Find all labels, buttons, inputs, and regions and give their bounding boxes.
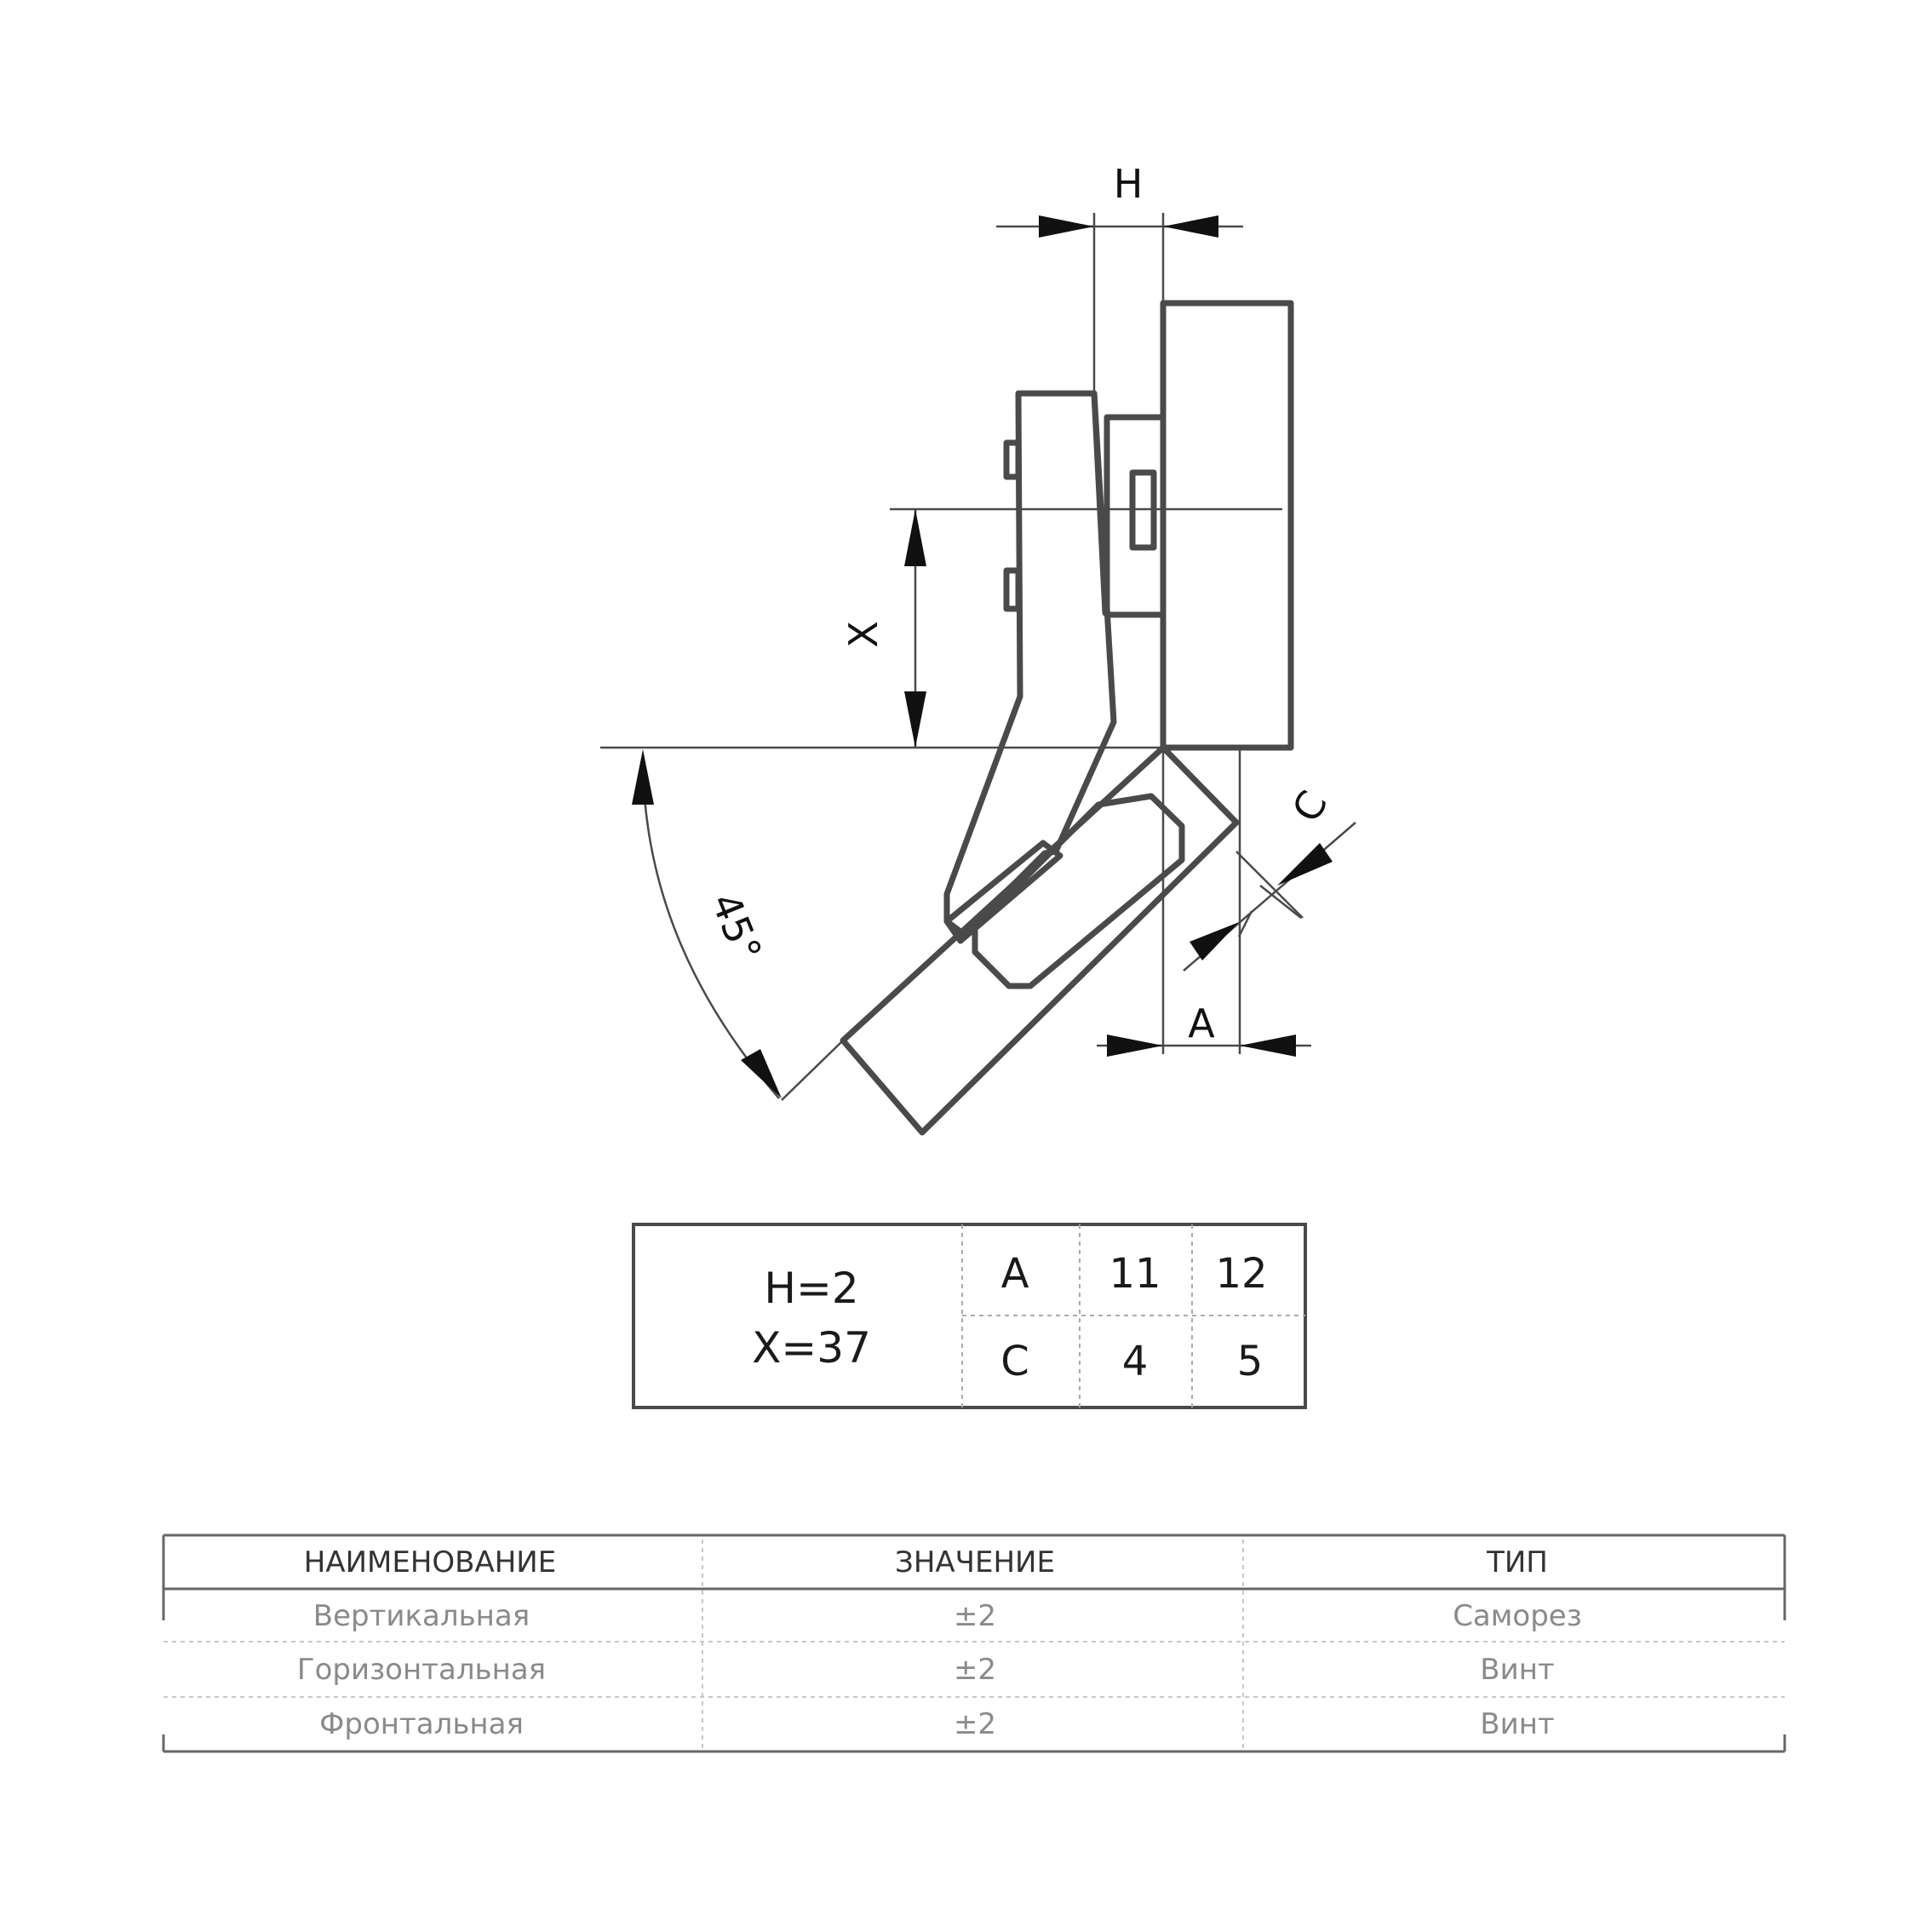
angle-dim-label: 45° [702, 886, 771, 968]
hinge-cup [840, 744, 1240, 1136]
dimension-lines [600, 213, 1356, 1101]
spec-h-value: H=2 [764, 1264, 858, 1313]
spec-row-c-v1: 4 [1122, 1338, 1149, 1385]
spec-row-c-label: C [1000, 1338, 1029, 1385]
pivot-plate [943, 840, 1063, 944]
screw-tab-top [1003, 439, 1022, 480]
table-row-1-name: Вертикальная [313, 1599, 530, 1633]
adjustment-table: НАИМЕНОВАНИЕ ЗНАЧЕНИЕ ТИП Вертикальная ±… [162, 1534, 1786, 1753]
spec-row-a-label: A [1001, 1250, 1029, 1298]
c-arrow-upper [1277, 843, 1333, 886]
table-row-3-type: Винт [1480, 1707, 1554, 1741]
table-header-value: ЗНАЧЕНИЕ [895, 1545, 1055, 1579]
table-row-3-name: Фронтальная [319, 1707, 524, 1741]
table-row-2-type: Винт [1480, 1653, 1554, 1687]
x-arrow-bottom [904, 691, 926, 748]
table-row-3-value: ±2 [954, 1707, 996, 1741]
dimension-arrows [632, 215, 1333, 1098]
table-row-1-type: Саморез [1453, 1599, 1582, 1633]
angle-arrow-top [632, 749, 654, 805]
a-arrow-right [1240, 1035, 1296, 1057]
a-dim-label: A [1188, 1000, 1215, 1046]
table-row-2-name: Горизонтальная [297, 1653, 546, 1687]
spec-row-c-v2: 5 [1237, 1338, 1264, 1385]
spec-x-value: X=37 [752, 1323, 871, 1373]
h-dim-label: H [1114, 161, 1144, 207]
table-header-name: НАИМЕНОВАНИЕ [304, 1545, 556, 1579]
h-arrow-right [1163, 215, 1218, 238]
a-arrow-left [1107, 1035, 1163, 1057]
mounting-plate [1160, 300, 1294, 751]
angle-arrow-bottom [741, 1049, 782, 1098]
h-arrow-left [1039, 215, 1094, 238]
x-arrow-top [904, 509, 926, 566]
table-row-2-value: ±2 [954, 1653, 996, 1687]
spec-row-a-v1: 11 [1109, 1250, 1161, 1298]
screw-tab-bottom [1003, 567, 1022, 612]
table-row-1-value: ±2 [954, 1599, 996, 1633]
x-dim-label: X [840, 621, 886, 648]
table-header-type: ТИП [1486, 1545, 1548, 1579]
c-arrow-lower [1190, 922, 1239, 960]
c-dim-label: C [1283, 783, 1337, 830]
spec-row-a-v2: 12 [1215, 1250, 1267, 1298]
spec-box: H=2 X=37 A 11 12 C 4 5 [632, 1223, 1307, 1409]
arm-inner-line [1091, 390, 1109, 616]
connector-block [1104, 414, 1167, 618]
hinge-cup-inner [972, 793, 1185, 989]
